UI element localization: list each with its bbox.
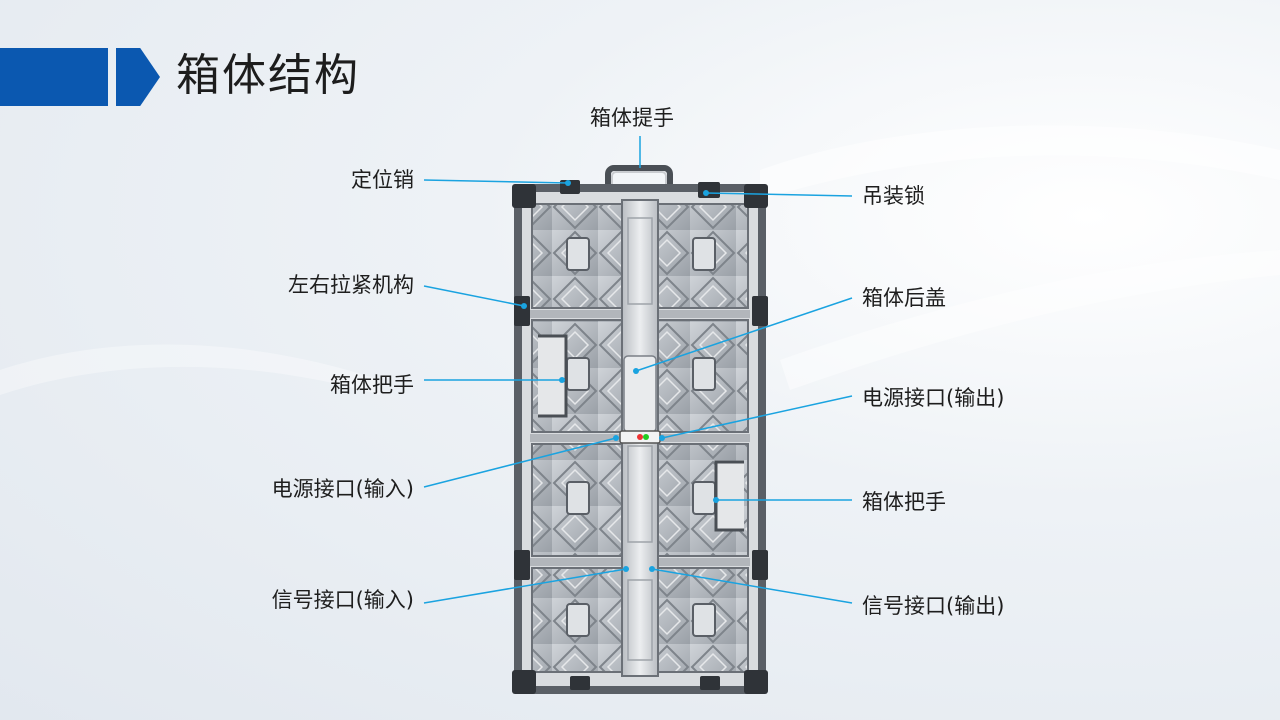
label-tension-mechanism: 左右拉紧机构 <box>288 273 414 297</box>
label-signal-out: 信号接口(输出) <box>862 594 1005 618</box>
corner-hardware <box>512 180 768 694</box>
label-hoisting-lock: 吊装锁 <box>862 184 925 208</box>
leader-lines <box>423 136 853 604</box>
header-accent-bar <box>0 48 108 106</box>
leader-dots <box>521 180 719 572</box>
left-handle <box>538 334 568 418</box>
label-handle-left: 箱体把手 <box>330 373 414 397</box>
label-handle-top: 箱体提手 <box>590 106 674 130</box>
label-rear-cover: 箱体后盖 <box>862 286 946 310</box>
label-handle-right: 箱体把手 <box>862 490 946 514</box>
label-locating-pin: 定位销 <box>351 168 414 192</box>
panel-mid-right <box>657 319 749 433</box>
page-title: 箱体结构 <box>176 50 360 101</box>
panel-lower-left <box>531 443 623 557</box>
label-signal-in: 信号接口(输入) <box>271 588 414 612</box>
panel-bottom-left <box>531 567 623 673</box>
right-handle <box>714 460 744 532</box>
label-power-out: 电源接口(输出) <box>862 386 1005 410</box>
panel-top-left <box>531 203 623 309</box>
panel-top-right <box>657 203 749 309</box>
label-power-in: 电源接口(输入) <box>271 477 414 501</box>
panel-bottom-right <box>657 567 749 673</box>
